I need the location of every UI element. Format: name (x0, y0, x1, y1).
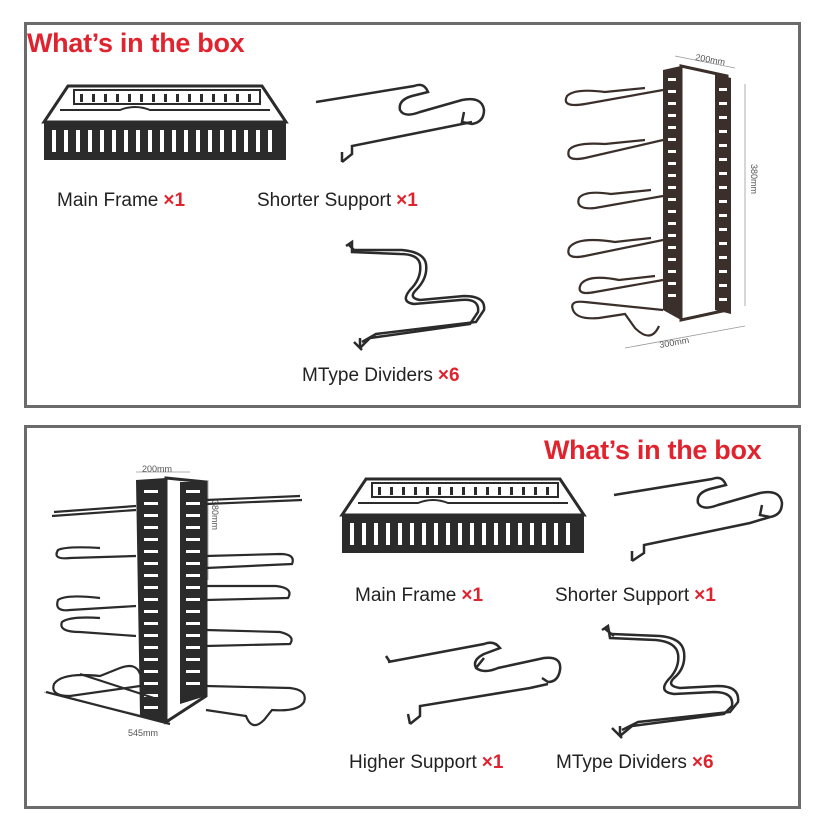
rack-height-label: 380mm (210, 500, 220, 530)
rack-height-label: 380mm (749, 164, 759, 194)
higher-support-image (384, 641, 562, 725)
item-qty: ×1 (694, 585, 716, 606)
item-qty: ×1 (163, 190, 186, 211)
main-frame-image (41, 84, 289, 160)
item-label: MType Dividers (556, 752, 687, 773)
item-qty: ×1 (396, 190, 418, 211)
mtype-dividers-image (601, 623, 740, 739)
rack-width-label: 200mm (142, 464, 172, 474)
item-qty: ×6 (437, 365, 460, 386)
mtype-dividers-image (345, 239, 486, 351)
item-label: Main Frame (57, 190, 159, 211)
rack-depth-label: 545mm (128, 728, 158, 738)
item-main-frame: Main Frame×1 (57, 190, 185, 212)
item-qty: ×6 (691, 752, 714, 773)
item-main-frame: Main Frame×1 (355, 585, 483, 607)
top-heading: What’s in the box (27, 28, 245, 58)
item-shorter-support: Shorter Support×1 (555, 585, 716, 607)
assembled-rack-image-large: 200mm 380mm 545mm (43, 464, 306, 738)
item-label: Shorter Support (555, 585, 690, 606)
rack-width-label: 200mm (695, 52, 726, 67)
item-shorter-support: Shorter Support×1 (257, 190, 418, 212)
item-label: MType Dividers (302, 365, 433, 386)
assembled-rack-image: 200mm 380mm 300mm (564, 52, 759, 350)
item-mtype-dividers: MType Dividers×6 (302, 365, 460, 387)
item-qty: ×1 (481, 752, 504, 773)
item-higher-support: Higher Support×1 (349, 752, 503, 774)
item-label: Main Frame (355, 585, 457, 606)
shorter-support-image (613, 476, 784, 563)
main-frame-image (339, 477, 587, 553)
item-mtype-dividers: MType Dividers×6 (556, 752, 714, 774)
shorter-support-image (315, 83, 486, 163)
item-label: Shorter Support (257, 190, 392, 211)
item-label: Higher Support (349, 752, 477, 773)
bottom-heading: What’s in the box (544, 435, 762, 465)
rack-depth-label: 300mm (659, 335, 690, 350)
item-qty: ×1 (461, 585, 484, 606)
